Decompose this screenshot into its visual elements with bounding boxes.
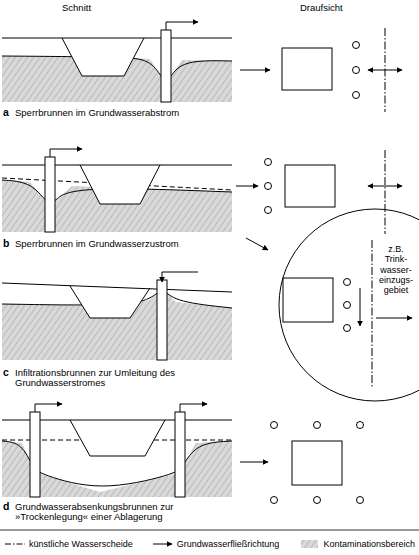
legend-sample: [298, 539, 320, 549]
well: [161, 30, 171, 102]
flow-arrow: [35, 404, 62, 412]
legend-text: künstliche Wasserscheide: [29, 538, 133, 550]
landfill-plan: [282, 48, 332, 90]
ground-surface: [2, 165, 232, 166]
well: [157, 280, 167, 360]
ground-surface: [2, 38, 232, 39]
panel-letter: b: [3, 237, 9, 249]
flow-arrow: [162, 272, 198, 282]
legend-sample: [152, 539, 174, 549]
landfill: [70, 420, 165, 456]
column-heading: Schnitt: [62, 3, 91, 14]
legend-item: Kontaminationsbereich: [298, 538, 415, 550]
well: [30, 412, 40, 497]
panel-letter: c: [3, 366, 9, 378]
panel-caption: Sperrbrunnen im Grundwasserabstrom: [15, 108, 237, 119]
landfill: [62, 38, 144, 76]
legend-text: Kontaminationsbereich: [323, 538, 415, 550]
landfill: [70, 286, 150, 318]
ground-surface: [2, 283, 232, 292]
panel-letter: a: [3, 106, 9, 118]
well: [45, 157, 55, 232]
legend-item: künstliche Wasserscheide: [4, 538, 133, 550]
panel-caption: Sperrbrunnen im Grundwasserzustrom: [15, 239, 237, 250]
legend-text: Grundwasserfließrichtung: [177, 538, 280, 550]
legend: künstliche Wasserscheide Grundwasserfließ…: [4, 538, 415, 550]
column-heading: Draufsicht: [300, 3, 343, 14]
flow-arrow: [180, 404, 207, 412]
area-label: z.B. Trink- wasser- einzugs- gebiet: [377, 244, 415, 296]
well: [175, 412, 185, 497]
area-outline: [278, 208, 419, 404]
catchment-area: z.B. Trink- wasser- einzugs- gebiet: [278, 208, 419, 404]
panel-letter: d: [3, 500, 9, 512]
flow-arrow: [166, 22, 198, 30]
flow-arrow: [50, 149, 82, 157]
legend-item: Grundwasserfließrichtung: [152, 538, 280, 550]
landfill: [80, 165, 160, 204]
legend-sample: [4, 539, 26, 549]
panel-caption: Grundwasserabsenkungsbrunnen zur »Trocke…: [15, 502, 205, 524]
panel-caption: Infiltrationsbrunnen zur Umleitung des G…: [15, 368, 230, 390]
